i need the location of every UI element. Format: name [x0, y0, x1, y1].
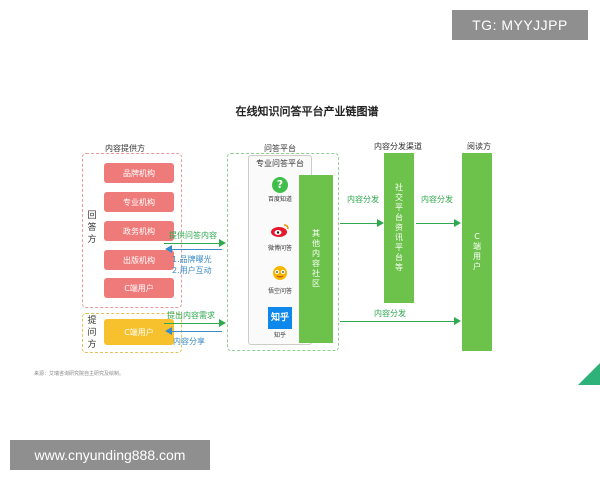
arrow-left-icon [165, 245, 172, 253]
header-reader: 阅读方 [467, 142, 491, 151]
arrow-right-icon [454, 219, 461, 227]
flow-content-share-label: 内容分享 [173, 337, 205, 346]
arrow-right-icon [219, 239, 226, 247]
flow-provide-answers-line [164, 243, 220, 244]
asker-side-frame [82, 313, 182, 353]
wukong-icon [273, 266, 287, 280]
flow-distribution-label-1: 内容分发 [347, 195, 379, 204]
arrow-left-icon [165, 327, 172, 335]
arrow-right-icon [377, 219, 384, 227]
flow-distribution-bottom-label: 内容分发 [374, 309, 406, 318]
flow-distribution-line-2 [416, 223, 454, 224]
header-provider: 内容提供方 [105, 144, 145, 153]
platform-wukong: 悟空问答 [248, 265, 312, 295]
industry-chain-diagram: 在线知识问答平台产业链图谱 内容提供方 问答平台 内容分发渠道 阅读方 回答方 … [22, 95, 600, 385]
flow-raise-demand-line [164, 323, 220, 324]
reader-column: C端用户 [462, 153, 492, 351]
provider-box-c-user: C端用户 [104, 278, 174, 298]
platform-name: 悟空问答 [267, 288, 292, 295]
provider-box-publishing: 出版机构 [104, 250, 174, 270]
arrow-right-icon [219, 319, 226, 327]
watermark-tag: TG: MYYJJPP [452, 10, 588, 40]
source-note: 来源：艾瑞咨询研究院自主研究及绘制。 [34, 371, 125, 377]
platform-weibo: 微博问答 [248, 222, 312, 252]
social-platform-column: 社交平台资讯平台等 [384, 153, 414, 303]
provider-box-professional: 专业机构 [104, 192, 174, 212]
watermark-url: www.cnyunding888.com [10, 440, 210, 470]
header-channel: 内容分发渠道 [374, 142, 422, 151]
flow-feedback-line [172, 249, 222, 250]
flow-distribution-label-2: 内容分发 [421, 195, 453, 204]
flow-brand-exposure-label: 1.品牌曝光 [172, 255, 212, 264]
platform-name: 微博问答 [267, 245, 292, 252]
asker-box-c-user: C端用户 [104, 319, 174, 345]
flow-distribution-bottom-line [340, 321, 454, 322]
zhihu-icon: 知乎 [268, 307, 292, 329]
flow-provide-answers-label: 提供问答内容 [169, 231, 217, 240]
provider-box-brand: 品牌机构 [104, 163, 174, 183]
flow-content-share-line [172, 331, 222, 332]
asker-side-label: 提问方 [87, 316, 97, 350]
diagram-title: 在线知识问答平台产业链图谱 [235, 105, 379, 118]
flow-raise-demand-label: 提出内容需求 [167, 311, 215, 320]
slide-corner-decoration [578, 363, 600, 385]
header-platform: 问答平台 [264, 144, 296, 153]
flow-distribution-line-1 [340, 223, 378, 224]
flow-user-interaction-label: 2.用户互动 [172, 266, 212, 275]
weibo-icon [271, 224, 289, 237]
qa-platform-title: 专业问答平台 [256, 159, 304, 168]
platform-baidu-zhidao: ? 百度知道 [248, 177, 312, 203]
platform-name: 知乎 [273, 332, 286, 339]
answer-side-label: 回答方 [87, 211, 97, 245]
other-community-column: 其他内容社区 [299, 175, 333, 343]
baidu-zhidao-icon: ? [272, 177, 288, 193]
platform-name: 百度知道 [267, 196, 292, 203]
platform-zhihu: 知乎 知乎 [248, 307, 312, 339]
arrow-right-icon [454, 317, 461, 325]
platform-frame [227, 153, 339, 351]
answer-side-frame [82, 153, 182, 308]
provider-box-government: 政务机构 [104, 221, 174, 241]
